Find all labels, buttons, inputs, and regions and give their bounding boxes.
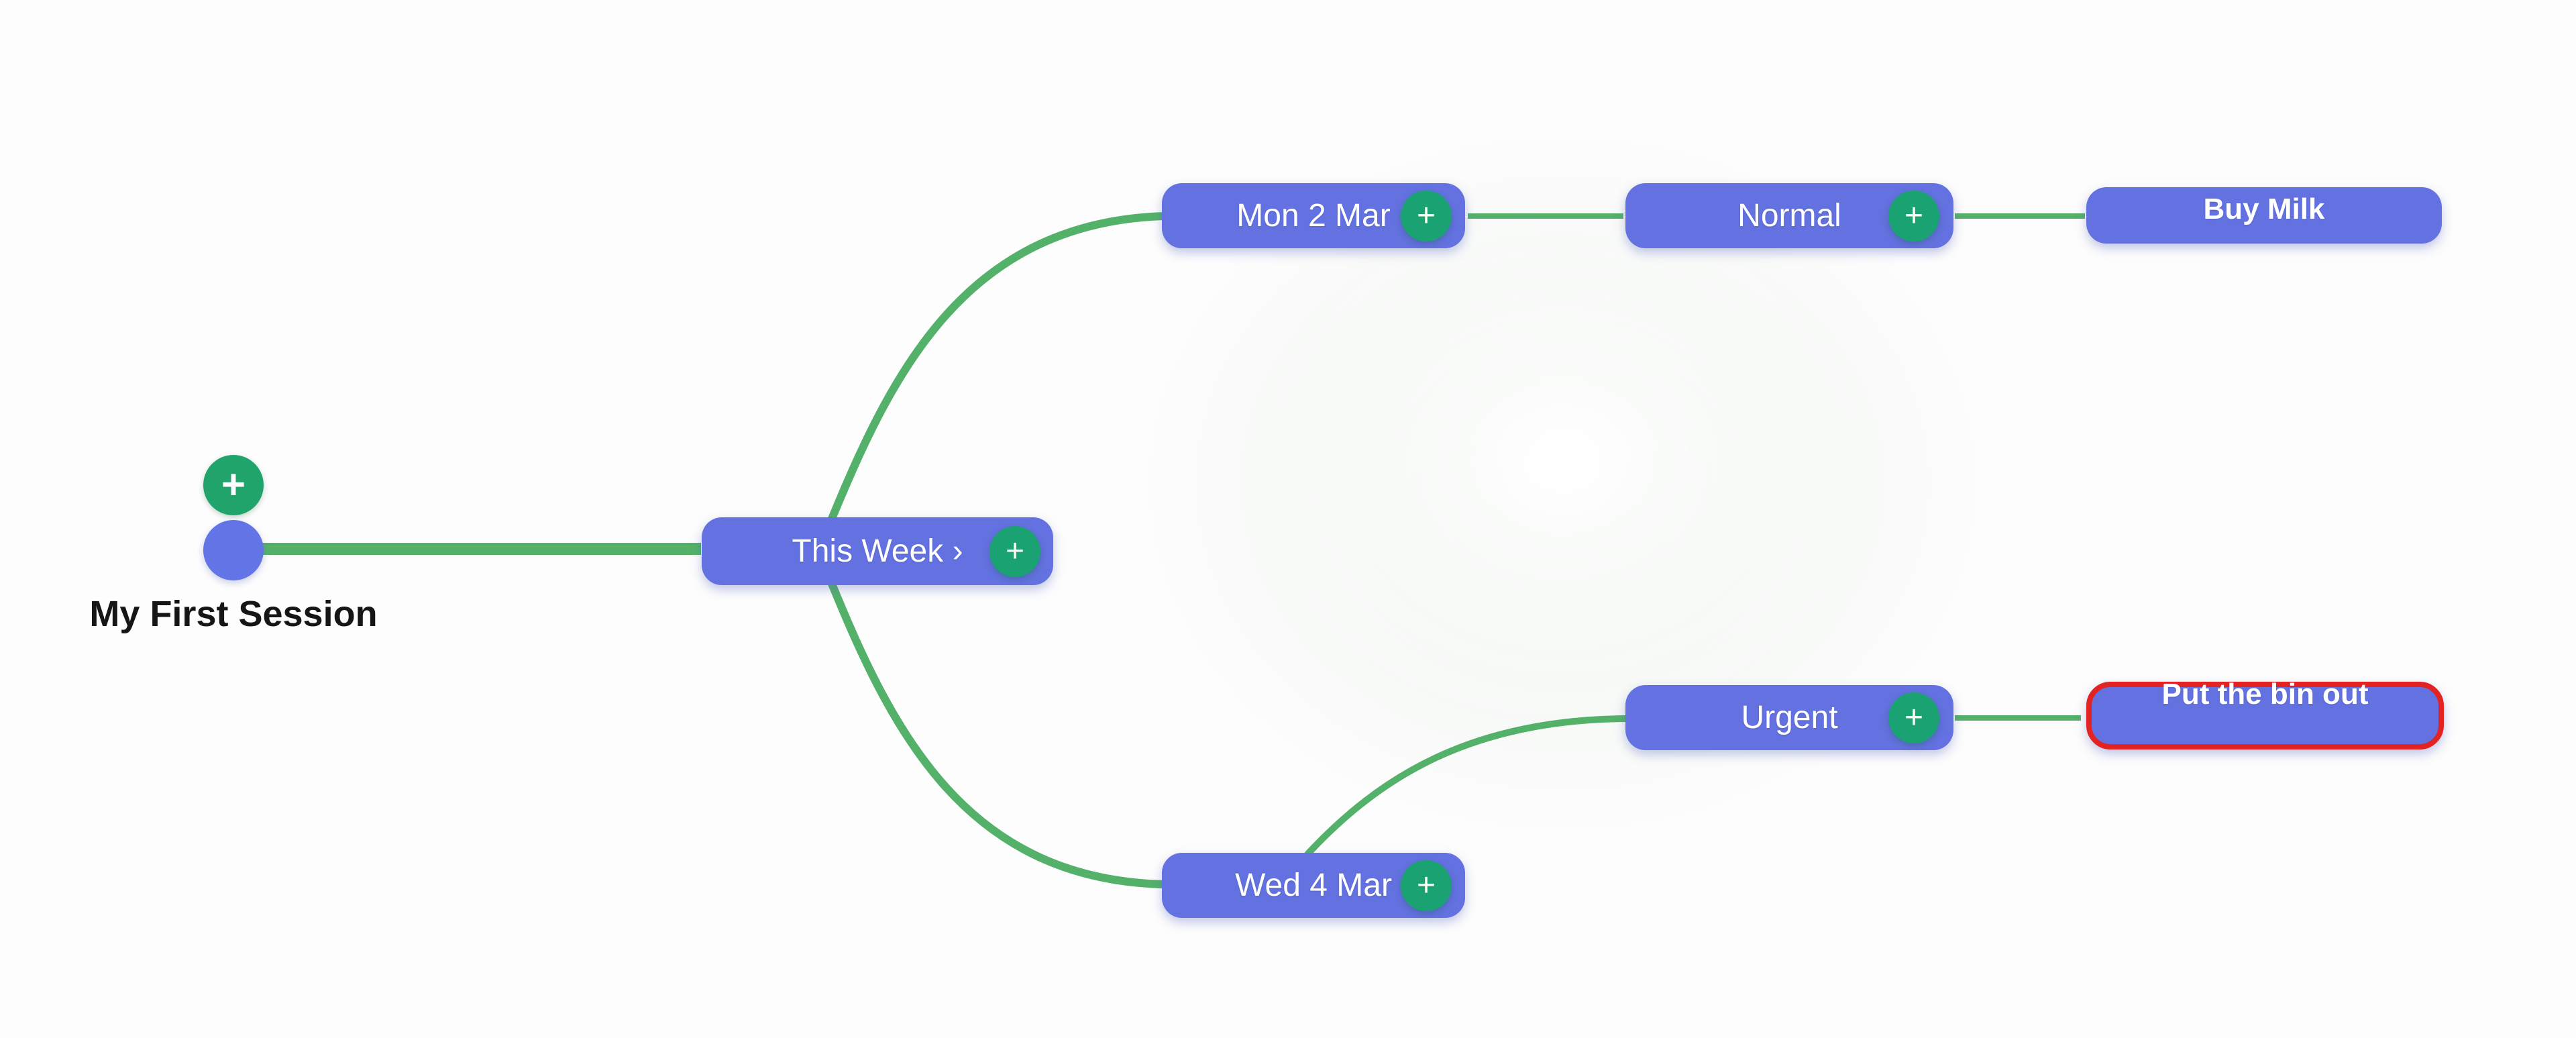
connector-thisweek-mon2mar bbox=[828, 212, 1170, 523]
root-add-child-button[interactable]: + bbox=[203, 455, 264, 515]
node-put-the-bin-out[interactable]: Put the bin out bbox=[2086, 678, 2444, 749]
node-this-week-label: This Week › bbox=[792, 533, 963, 569]
connector-wed4mar-urgent bbox=[1305, 715, 1632, 857]
node-put-the-bin-out-label: Put the bin out bbox=[2161, 678, 2369, 711]
root-node-handle[interactable] bbox=[203, 520, 264, 580]
plus-icon: + bbox=[221, 462, 246, 508]
node-normal-label: Normal bbox=[1737, 198, 1841, 233]
plus-icon: + bbox=[1005, 533, 1025, 569]
node-wed-4-mar[interactable]: Wed 4 Mar + bbox=[1162, 853, 1465, 918]
connector-thisweek-wed4mar bbox=[828, 580, 1170, 888]
plus-icon: + bbox=[1416, 867, 1436, 903]
node-urgent-add-button[interactable]: + bbox=[1888, 692, 1939, 743]
node-buy-milk[interactable]: Buy Milk bbox=[2086, 187, 2442, 244]
node-wed-4-mar-add-button[interactable]: + bbox=[1401, 860, 1452, 911]
node-buy-milk-label: Buy Milk bbox=[2203, 193, 2325, 225]
node-urgent[interactable]: Urgent + bbox=[1625, 685, 1953, 750]
plus-icon: + bbox=[1904, 197, 1924, 233]
node-normal-add-button[interactable]: + bbox=[1888, 190, 1939, 242]
root-node-label[interactable]: My First Session bbox=[89, 594, 378, 634]
node-mon-2-mar-label: Mon 2 Mar bbox=[1236, 198, 1391, 233]
node-wed-4-mar-label: Wed 4 Mar bbox=[1235, 868, 1392, 903]
node-this-week-add-button[interactable]: + bbox=[989, 525, 1040, 577]
node-mon-2-mar[interactable]: Mon 2 Mar + bbox=[1162, 183, 1465, 248]
node-mon-2-mar-add-button[interactable]: + bbox=[1401, 190, 1452, 242]
plus-icon: + bbox=[1904, 699, 1924, 735]
node-this-week[interactable]: This Week › + bbox=[702, 517, 1053, 585]
plus-icon: + bbox=[1416, 197, 1436, 233]
node-urgent-label: Urgent bbox=[1741, 700, 1838, 735]
node-normal[interactable]: Normal + bbox=[1625, 183, 1953, 248]
